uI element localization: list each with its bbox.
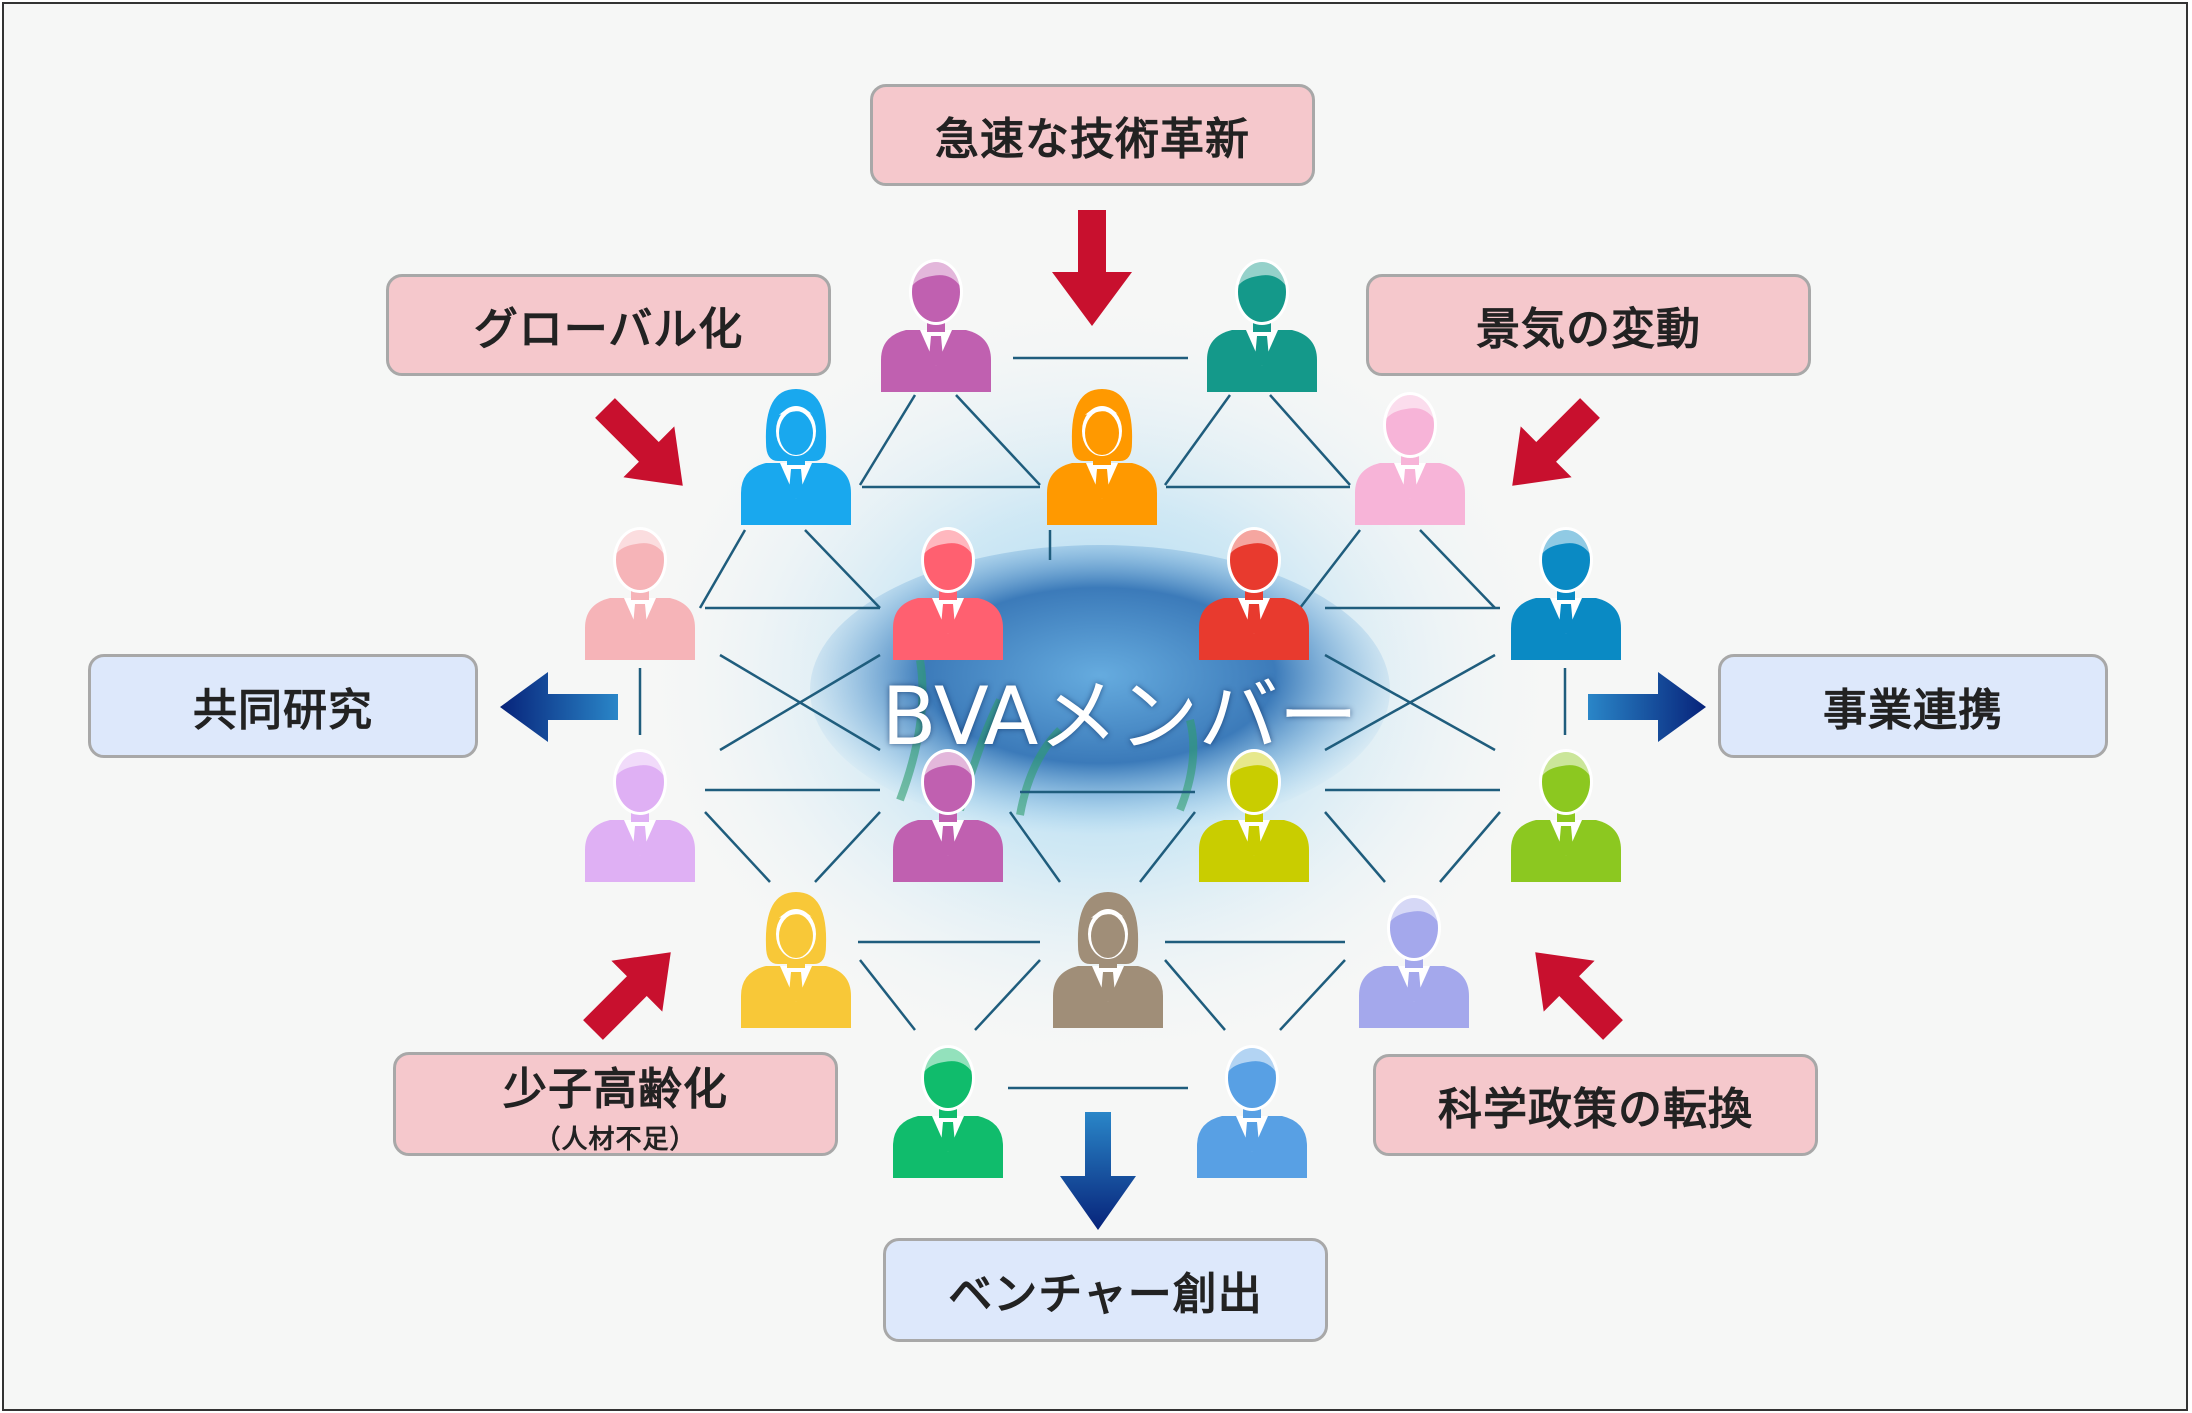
influence-economy-box: 景気の変動 [1366,274,1811,376]
businessman-icon [893,749,1003,882]
arrow-down-top [1052,210,1132,326]
influence-globalization-label: グローバル化 [473,304,744,355]
influence-technology-box: 急速な技術革新 [870,84,1315,186]
arrow-from-top-left [595,398,683,486]
businessman-icon [893,527,1003,660]
influence-aging-label: 少子高齢化 [503,1063,728,1115]
water-plants [896,659,1198,816]
outcome-joint-research-label: 共同研究 [193,685,373,736]
businesswoman-icon [1053,892,1163,1028]
arrow-from-bottom-left [583,952,671,1040]
outcome-business-alliance-label: 事業連携 [1823,685,2003,736]
businessman-icon [585,527,695,660]
businessman-icon [1199,527,1309,660]
outcome-joint-research-box: 共同研究 [88,654,478,758]
businessman-icon [1359,895,1469,1028]
influence-policy-label: 科学政策の転換 [1438,1084,1753,1135]
network-lines [638,356,1567,1090]
outcome-venture-box: ベンチャー創出 [883,1238,1328,1342]
arrow-to-bottom [1060,1112,1136,1230]
businessman-icon [1355,392,1465,525]
arrow-to-right [1588,672,1706,742]
influence-globalization-box: グローバル化 [386,274,831,376]
businesswoman-icon [741,892,851,1028]
businessman-icon [585,749,695,882]
outcome-business-alliance-box: 事業連携 [1718,654,2108,758]
businessman-icon [1197,1045,1307,1178]
influence-arrows [583,210,1623,1040]
arrow-from-top-right [1512,398,1600,486]
arrow-from-bottom-right [1535,952,1623,1040]
influence-aging-sublabel: （人材不足） [534,1124,697,1155]
arrow-to-left [500,672,618,742]
businessman-icon [1511,527,1621,660]
outcome-venture-label: ベンチャー創出 [948,1269,1263,1320]
center-label: BVAメンバー [881,670,1359,763]
influence-policy-box: 科学政策の転換 [1373,1054,1818,1156]
businessman-icon [1511,749,1621,882]
influence-economy-label: 景気の変動 [1476,304,1701,355]
businessman-icon [893,1045,1003,1178]
businesswoman-icon [741,389,851,525]
member-icons [585,259,1621,1178]
businessman-icon [881,259,991,392]
businessman-icon [1207,259,1317,392]
influence-aging-box: 少子高齢化 （人材不足） [393,1052,838,1156]
influence-technology-label: 急速な技術革新 [935,114,1250,165]
businessman-icon [1199,749,1309,882]
businesswoman-icon [1047,389,1157,525]
